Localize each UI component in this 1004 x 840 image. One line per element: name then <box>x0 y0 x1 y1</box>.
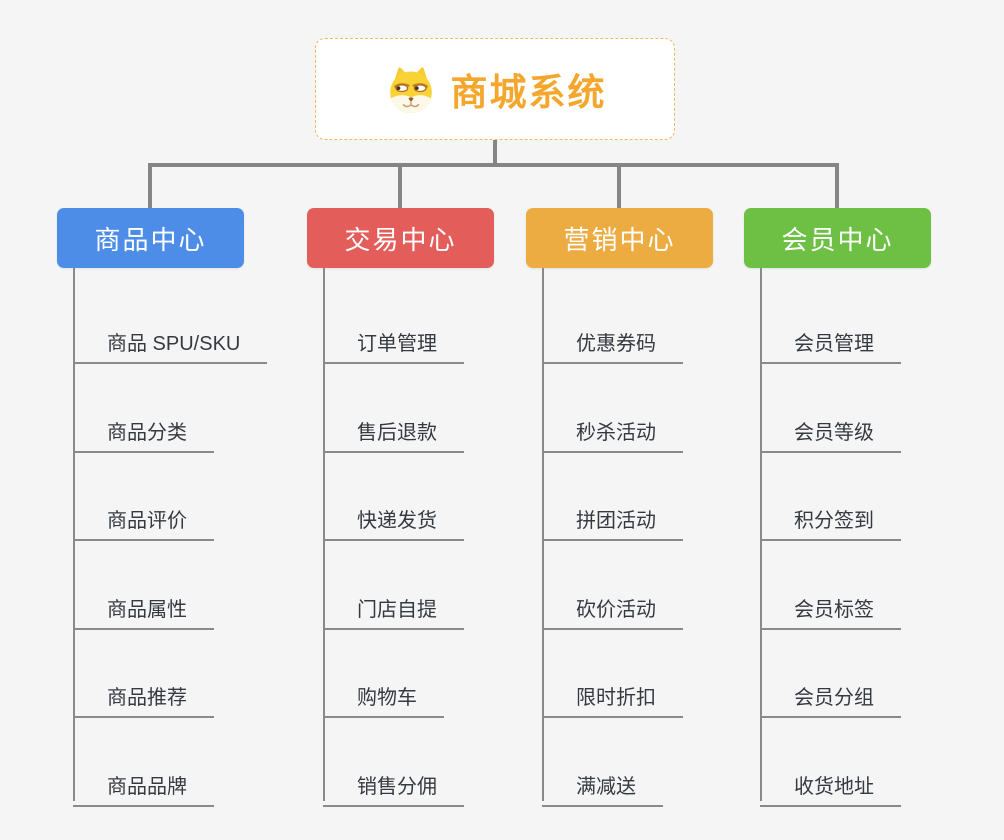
branch-trunk-line <box>73 268 75 801</box>
leaf-node[interactable]: 商品品牌 <box>73 755 214 807</box>
branch-trunk-line <box>323 268 325 801</box>
doge-icon <box>389 67 432 114</box>
leaf-node[interactable]: 积分签到 <box>760 489 901 541</box>
leaf-node[interactable]: 会员管理 <box>760 312 901 364</box>
leaf-node[interactable]: 满减送 <box>542 755 663 807</box>
leaf-node[interactable]: 购物车 <box>323 666 444 718</box>
branch-node-3[interactable]: 营销中心 <box>526 208 713 268</box>
leaf-node[interactable]: 商品推荐 <box>73 666 214 718</box>
leaf-node[interactable]: 优惠券码 <box>542 312 683 364</box>
leaf-node[interactable]: 秒杀活动 <box>542 401 683 453</box>
leaf-node[interactable]: 商品评价 <box>73 489 214 541</box>
leaf-node[interactable]: 门店自提 <box>323 578 464 630</box>
branch-trunk-line <box>542 268 544 801</box>
root-title: 商城系统 <box>450 72 607 113</box>
leaf-node[interactable]: 会员等级 <box>760 401 901 453</box>
leaf-node[interactable]: 商品属性 <box>73 578 214 630</box>
connector-bus <box>148 163 838 167</box>
leaf-node[interactable]: 限时折扣 <box>542 666 683 718</box>
branch-node-2[interactable]: 交易中心 <box>307 208 494 268</box>
leaf-node[interactable]: 售后退款 <box>323 401 464 453</box>
leaf-node[interactable]: 商品 SPU/SKU <box>73 312 268 364</box>
branch-node-1[interactable]: 商品中心 <box>57 208 244 268</box>
leaf-node[interactable]: 砍价活动 <box>542 578 683 630</box>
leaf-node[interactable]: 收货地址 <box>760 755 901 807</box>
connector-drop-1 <box>148 163 152 208</box>
branch-trunk-line <box>760 268 762 801</box>
leaf-node[interactable]: 订单管理 <box>323 312 464 364</box>
connector-drop-3 <box>617 163 621 208</box>
root-node[interactable]: 商城系统 <box>315 38 675 140</box>
leaf-node[interactable]: 商品分类 <box>73 401 214 453</box>
leaf-node[interactable]: 会员标签 <box>760 578 901 630</box>
connector-drop-4 <box>835 163 839 208</box>
leaf-node[interactable]: 快递发货 <box>323 489 464 541</box>
connector-drop-2 <box>398 163 402 208</box>
leaf-node[interactable]: 销售分佣 <box>323 755 464 807</box>
leaf-node[interactable]: 拼团活动 <box>542 489 683 541</box>
branch-node-4[interactable]: 会员中心 <box>744 208 931 268</box>
leaf-node[interactable]: 会员分组 <box>760 666 901 718</box>
connector-root-stub <box>493 140 497 167</box>
